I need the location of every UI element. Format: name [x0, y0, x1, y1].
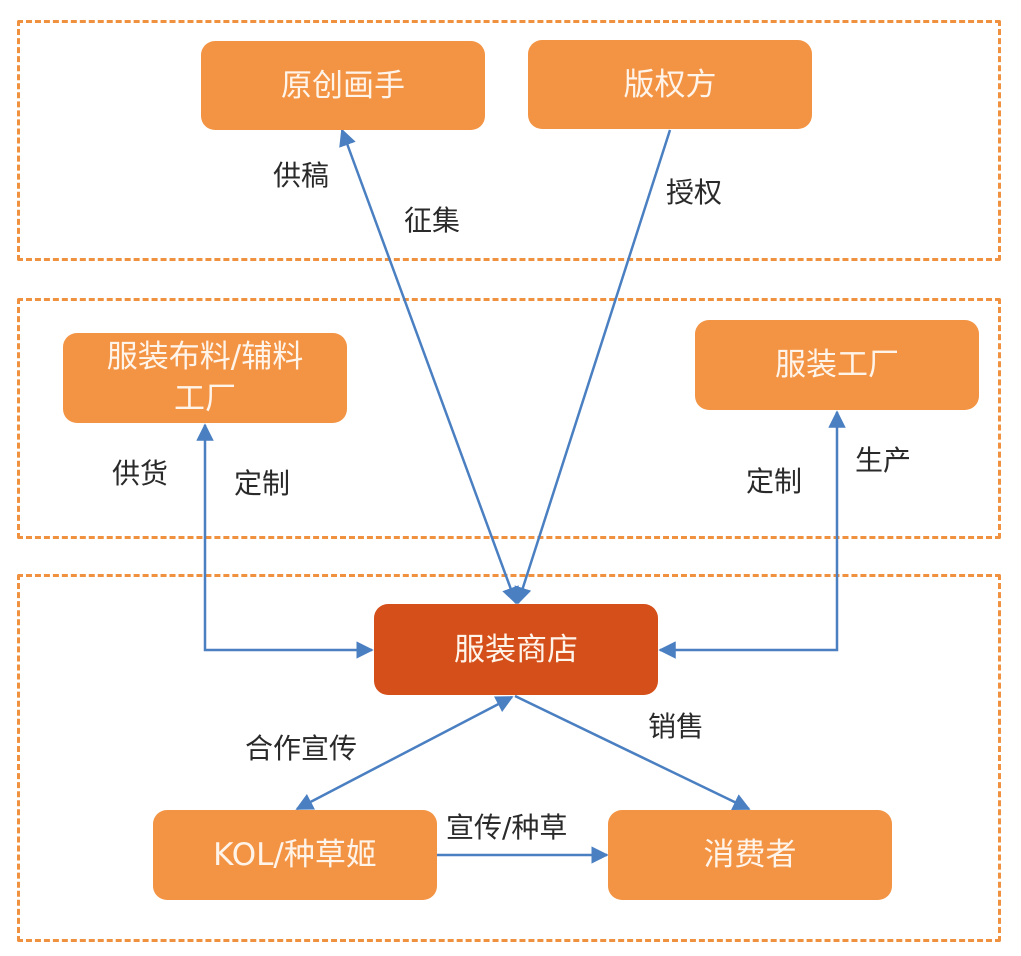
edge-store-artist — [339, 128, 519, 605]
node-fabric-factory: 服装布料/辅料工厂 — [63, 333, 347, 423]
node-label: 服装布料/辅料工厂 — [106, 339, 304, 417]
node-label: 服装商店 — [454, 631, 578, 668]
edge-label-customize-right: 定制 — [746, 465, 803, 498]
edge-label-supply-drafts: 供稿 — [273, 159, 330, 192]
edge-copyright-store — [514, 129, 672, 605]
node-label: 消费者 — [703, 837, 797, 873]
edge-label-sales: 销售 — [648, 710, 705, 743]
edge-store-kol — [295, 695, 514, 811]
node-garment-factory: 服装工厂 — [695, 320, 979, 410]
node-original-artist: 原创画手 — [201, 41, 485, 130]
node-label: 服装工厂 — [775, 347, 899, 383]
edge-label-supply-goods: 供货 — [112, 457, 169, 490]
edge-label-authorize: 授权 — [666, 176, 723, 209]
edge-label-produce: 生产 — [855, 444, 912, 477]
edge-label-promote-seed: 宣传/种草 — [446, 811, 568, 844]
edge-label-co-promotion: 合作宣传 — [245, 732, 358, 765]
edge-store-garment-factory — [658, 410, 846, 659]
edge-label-collect: 征集 — [404, 204, 461, 237]
node-clothing-store: 服装商店 — [374, 604, 658, 695]
edge-label-customize-left: 定制 — [234, 467, 291, 500]
edge-store-fabric-factory — [196, 423, 374, 659]
node-consumer: 消费者 — [608, 810, 892, 900]
node-label: KOL/种草姬 — [213, 837, 377, 873]
node-label: 原创画手 — [281, 67, 405, 104]
node-copyright-holder: 版权方 — [528, 40, 812, 129]
edge-store-consumer — [514, 694, 751, 811]
node-kol: KOL/种草姬 — [153, 810, 437, 900]
node-label: 版权方 — [623, 66, 717, 103]
